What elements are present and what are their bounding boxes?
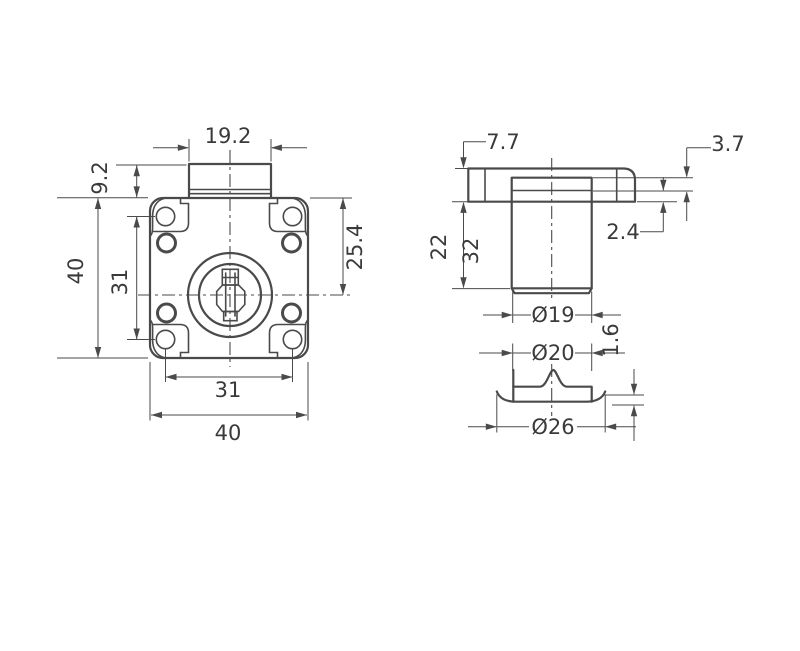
dim-label-flange-thickness: 7.7: [486, 130, 519, 154]
dim-label-base-diameter: Ø26: [531, 415, 574, 439]
corner-hole: [155, 329, 176, 350]
cap-crown: [512, 368, 593, 403]
front-centerlines: [138, 150, 352, 367]
side-cylinder: [510, 176, 593, 290]
dim-label-rim-thickness: 1.6: [599, 323, 623, 356]
lug-bottom-right: [268, 319, 309, 359]
dim-label-hole-pitch-vertical: 31: [108, 269, 132, 296]
corner-hole: [155, 206, 176, 227]
dim-cap-top-diameter: Ø20: [479, 341, 625, 371]
dim-label-height: 40: [64, 258, 88, 285]
cap-brim: [495, 390, 607, 403]
inner-hole: [156, 302, 177, 324]
dim-label-overall-length: 32: [459, 238, 483, 265]
dim-label-tab-width: 19.2: [205, 124, 252, 148]
dim-cap-base-diameter: Ø26: [468, 394, 636, 439]
dim-front-center-from-top: 25.4: [310, 197, 367, 295]
dim-label-top-diameter: Ø20: [531, 341, 574, 365]
key-plug-octagon: [215, 284, 246, 313]
lug-top-right: [268, 197, 309, 237]
front-body-outline: [148, 162, 310, 360]
dim-front-hole-pitch-horizontal: 31: [165, 349, 293, 402]
lock-top-tab: [187, 162, 273, 199]
side-cylinder-endcap: [510, 287, 593, 295]
front-view: 19.2 9.2 40 31: [57, 124, 367, 445]
dim-label-cylinder-diameter: Ø19: [531, 303, 574, 327]
dim-front-width: 40: [149, 362, 309, 445]
dim-front-tab-height: 9.2: [57, 161, 187, 199]
front-mounting-holes: [155, 206, 303, 350]
side-outline: [467, 158, 637, 302]
corner-hole: [282, 329, 303, 350]
dim-label-hole-pitch-horizontal: 31: [215, 378, 242, 402]
inner-hole: [281, 302, 302, 324]
dim-side-flange-thickness: 7.7: [452, 130, 520, 203]
dim-cap-rim-thickness: 1.6: [599, 323, 644, 441]
dim-label-plate-thickness: 2.4: [606, 220, 639, 244]
dim-side-cylinder-diameter: Ø19: [483, 291, 621, 327]
dim-side-plate-thickness: 2.4: [606, 177, 677, 244]
dim-label-cylinder-length: 22: [427, 234, 451, 261]
dim-label-center-from-top: 25.4: [343, 224, 367, 271]
corner-hole: [282, 206, 303, 227]
dim-side-lengths: 22 32: [427, 201, 510, 290]
dim-label-tab-height: 9.2: [88, 161, 112, 194]
dim-front-tab-width: 19.2: [153, 124, 307, 162]
side-view: 7.7 22 32 3.7 2.4: [427, 130, 745, 327]
dim-front-height: 40: [57, 198, 148, 359]
lock-body: [148, 196, 310, 360]
inner-hole: [156, 232, 177, 254]
dim-front-hole-pitch-vertical: 31: [108, 216, 155, 340]
lug-top-left: [149, 197, 190, 237]
dim-label-step-height: 3.7: [711, 132, 744, 156]
cap-view: Ø20 1.6 Ø26: [468, 323, 644, 441]
dim-side-step-height: 3.7: [593, 132, 745, 221]
dim-label-width: 40: [215, 421, 242, 445]
inner-hole: [281, 232, 302, 254]
side-flange: [467, 167, 637, 203]
front-corner-lugs: [149, 197, 309, 359]
lug-bottom-left: [149, 319, 190, 359]
